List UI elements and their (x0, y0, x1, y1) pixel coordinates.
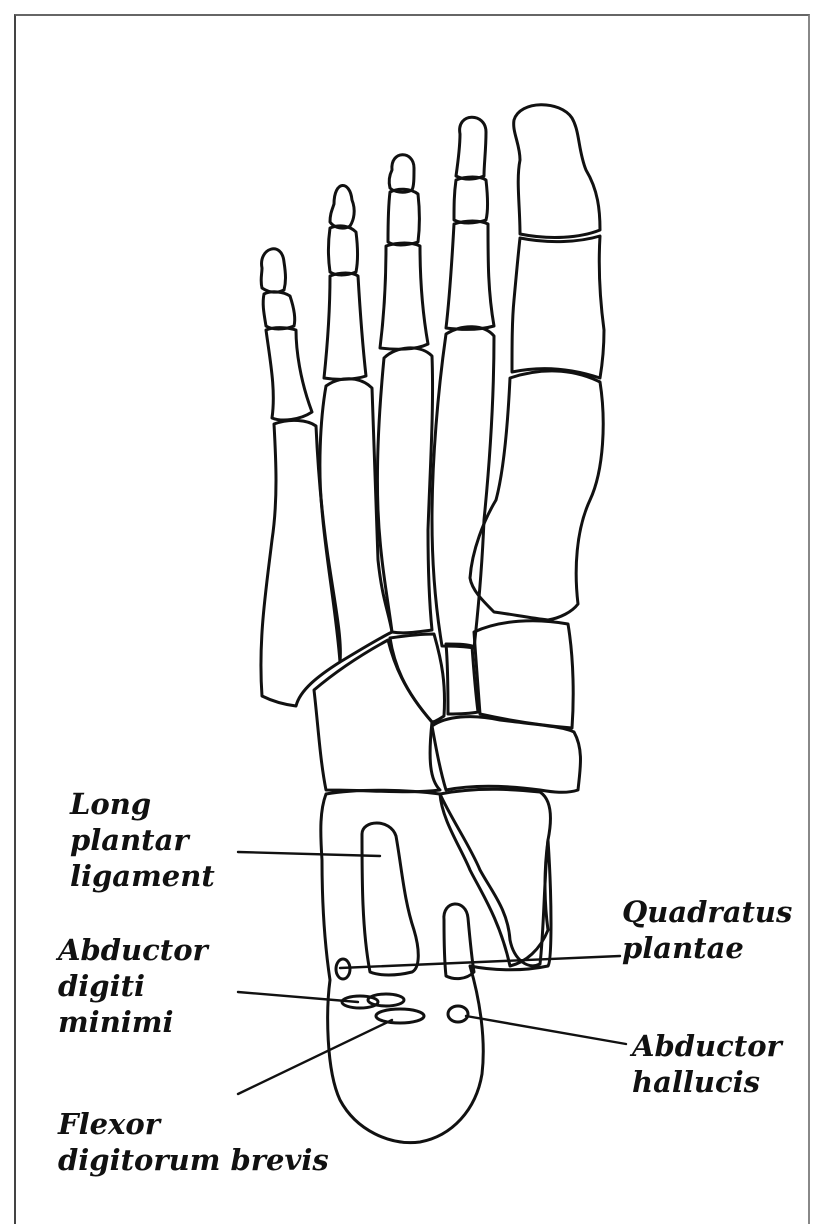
toe5-middle-phalanx (263, 292, 295, 329)
label-line: Flexor (58, 1106, 329, 1142)
toe2-middle-phalanx (454, 177, 488, 223)
hallux-distal-phalanx (514, 105, 600, 238)
leader-long-plantar-ligament (238, 852, 380, 856)
talus-bone (440, 789, 550, 966)
medial-cuneiform (474, 621, 573, 728)
label-line: Abductor (58, 932, 208, 968)
label-line: plantar (70, 822, 215, 858)
toe3-distal-phalanx (389, 155, 414, 192)
metatarsal-2 (432, 327, 494, 648)
navicular-bone (432, 717, 581, 793)
label-line: Quadratus (622, 894, 792, 930)
label-line: minimi (58, 1004, 208, 1040)
cuboid-bone (314, 640, 440, 792)
label-abductor-digiti-minimi: Abductor digiti minimi (58, 932, 208, 1040)
hallux-proximal-phalanx (512, 236, 604, 378)
label-quadratus-plantae: Quadratus plantae (622, 894, 792, 966)
toe5-distal-phalanx (261, 249, 285, 292)
label-long-plantar-ligament: Long plantar ligament (70, 786, 215, 894)
toe2-proximal-phalanx (446, 221, 494, 329)
toe4-distal-phalanx (330, 185, 354, 228)
toe2-distal-phalanx (456, 117, 486, 179)
leader-abductor-digiti-minimi (238, 992, 358, 1002)
long-plantar-ligament-groove (362, 823, 418, 975)
label-line: Long (70, 786, 215, 822)
flexor-attachment-2 (368, 994, 404, 1006)
label-line: digitorum brevis (58, 1142, 329, 1178)
toe4-proximal-phalanx (324, 273, 366, 379)
toe5-proximal-phalanx (266, 328, 312, 420)
metatarsal-3 (377, 348, 432, 633)
intermediate-cuneiform (446, 644, 478, 714)
abductor-hallucis-attachment (448, 1006, 468, 1022)
leader-abductor-hallucis (466, 1016, 626, 1044)
label-line: plantae (622, 930, 792, 966)
label-line: Abductor (632, 1028, 782, 1064)
toe4-middle-phalanx (329, 226, 358, 275)
label-line: hallucis (632, 1064, 782, 1100)
toe3-proximal-phalanx (380, 243, 428, 349)
metatarsal-1 (470, 371, 603, 620)
flexor-attachment-3 (376, 1009, 424, 1023)
metatarsal-4 (320, 379, 392, 662)
label-line: ligament (70, 858, 215, 894)
label-line: digiti (58, 968, 208, 1004)
toe3-middle-phalanx (388, 189, 420, 245)
lateral-cuneiform (390, 634, 445, 722)
label-abductor-hallucis: Abductor hallucis (632, 1028, 782, 1100)
leader-flexor-digitorum-brevis (238, 1020, 392, 1094)
label-flexor-digitorum-brevis: Flexor digitorum brevis (58, 1106, 329, 1178)
